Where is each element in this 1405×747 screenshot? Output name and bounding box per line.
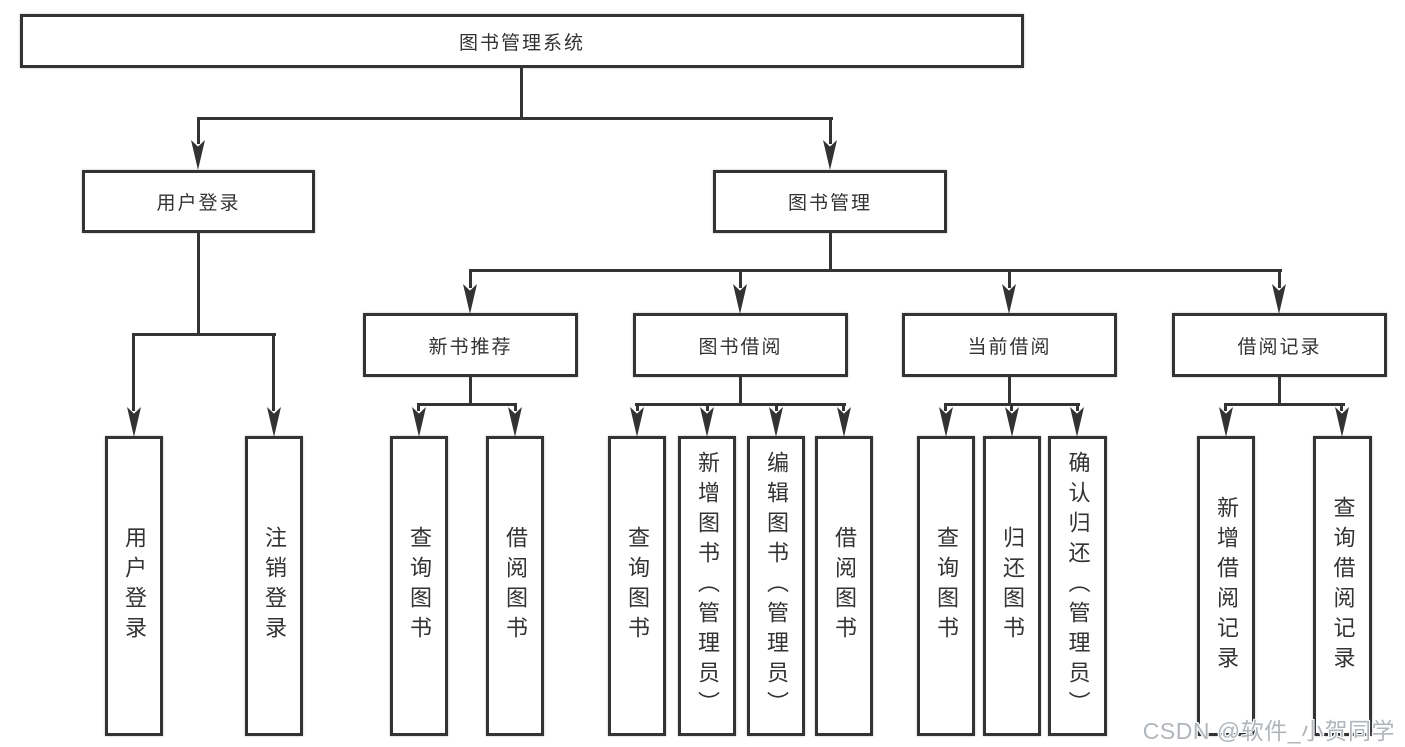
arrow-down-icon bbox=[733, 284, 747, 314]
arrow-down-icon bbox=[630, 407, 644, 437]
connector-line bbox=[132, 333, 135, 411]
leaf-logout-label: 注销登录 bbox=[262, 526, 287, 646]
arrow-down-icon bbox=[837, 407, 851, 437]
arrow-down-icon bbox=[769, 407, 783, 437]
leaf-query-borrow-record: 查询借阅记录 bbox=[1313, 436, 1372, 736]
node-library-system: 图书管理系统 bbox=[20, 14, 1024, 68]
arrow-down-icon bbox=[412, 407, 426, 437]
connector-line bbox=[469, 269, 1282, 272]
leaf-borrow-books-borrowing: 借阅图书 bbox=[815, 436, 873, 736]
leaf-edit-book-admin: 编辑图书（管理员） bbox=[747, 436, 805, 736]
arrow-down-icon bbox=[1335, 407, 1349, 437]
leaf-return-book: 归还图书 bbox=[983, 436, 1041, 736]
arrow-down-icon bbox=[1272, 284, 1286, 314]
leaf-add-borrow-record-label: 新增借阅记录 bbox=[1214, 496, 1239, 676]
connector-line bbox=[197, 117, 833, 120]
leaf-return-book-label: 归还图书 bbox=[1000, 526, 1025, 646]
node-current-borrowing: 当前借阅 bbox=[902, 313, 1117, 377]
connector-line bbox=[1008, 269, 1011, 288]
leaf-query-books-borrowing: 查询图书 bbox=[608, 436, 666, 736]
leaf-query-books-recommend: 查询图书 bbox=[390, 436, 448, 736]
connector-line bbox=[417, 403, 420, 411]
connector-line bbox=[739, 269, 742, 288]
connector-line bbox=[417, 403, 517, 406]
connector-line bbox=[520, 66, 523, 120]
leaf-user-login-label: 用户登录 bbox=[122, 526, 147, 646]
arrow-down-icon bbox=[267, 407, 281, 437]
leaf-confirm-return-admin: 确认归还（管理员） bbox=[1048, 436, 1107, 736]
leaf-add-book-admin: 新增图书（管理员） bbox=[678, 436, 736, 736]
arrow-down-icon bbox=[1070, 407, 1084, 437]
connector-line bbox=[636, 403, 639, 411]
leaf-confirm-return-admin-label: 确认归还（管理员） bbox=[1065, 451, 1091, 721]
connector-line bbox=[775, 403, 778, 411]
node-book-management: 图书管理 bbox=[713, 170, 947, 233]
leaf-add-book-admin-label: 新增图书（管理员） bbox=[695, 451, 720, 721]
connector-line bbox=[635, 403, 846, 406]
arrow-down-icon bbox=[823, 140, 837, 170]
node-book-management-label: 图书管理 bbox=[787, 193, 872, 214]
connector-line bbox=[197, 231, 200, 336]
node-library-system-label: 图书管理系统 bbox=[458, 32, 585, 54]
connector-line bbox=[1008, 375, 1011, 406]
connector-line bbox=[739, 375, 742, 406]
leaf-borrow-books-borrowing-label: 借阅图书 bbox=[832, 526, 857, 646]
connector-line bbox=[706, 403, 709, 411]
leaf-query-books-recommend-label: 查询图书 bbox=[407, 526, 432, 646]
node-current-borrowing-label: 当前借阅 bbox=[967, 336, 1052, 358]
node-new-book-recommend: 新书推荐 bbox=[363, 313, 578, 377]
connector-line bbox=[469, 375, 472, 406]
connector-line bbox=[1010, 403, 1013, 411]
leaf-query-books-current-label: 查询图书 bbox=[934, 526, 959, 646]
connector-line bbox=[197, 117, 200, 144]
connector-line bbox=[514, 403, 517, 411]
connector-line bbox=[1224, 403, 1227, 411]
leaf-borrow-books-recommend: 借阅图书 bbox=[486, 436, 544, 736]
arrow-down-icon bbox=[700, 407, 714, 437]
connector-line bbox=[829, 117, 832, 144]
connector-line bbox=[272, 333, 275, 411]
leaf-borrow-books-recommend-label: 借阅图书 bbox=[503, 526, 528, 646]
csdn-watermark: CSDN @软件_小贺同学 bbox=[1142, 718, 1395, 744]
connector-line bbox=[132, 333, 276, 336]
arrow-down-icon bbox=[1219, 407, 1233, 437]
arrow-down-icon bbox=[508, 407, 522, 437]
leaf-add-borrow-record: 新增借阅记录 bbox=[1197, 436, 1255, 736]
node-borrow-records: 借阅记录 bbox=[1172, 313, 1387, 377]
node-user-login: 用户登录 bbox=[82, 170, 315, 233]
connector-line bbox=[842, 403, 845, 411]
node-book-borrowing: 图书借阅 bbox=[633, 313, 848, 377]
connector-line bbox=[469, 269, 472, 288]
connector-line bbox=[1340, 403, 1343, 411]
arrow-down-icon bbox=[127, 407, 141, 437]
node-user-login-label: 用户登录 bbox=[156, 193, 241, 214]
leaf-query-books-borrowing-label: 查询图书 bbox=[625, 526, 650, 646]
connector-line bbox=[944, 403, 947, 411]
node-new-book-recommend-label: 新书推荐 bbox=[428, 336, 513, 358]
leaf-logout: 注销登录 bbox=[245, 436, 303, 736]
leaf-query-borrow-record-label: 查询借阅记录 bbox=[1330, 496, 1356, 676]
connector-line bbox=[1278, 269, 1281, 288]
leaf-edit-book-admin-label: 编辑图书（管理员） bbox=[764, 451, 789, 721]
arrow-down-icon bbox=[1005, 407, 1019, 437]
arrow-down-icon bbox=[191, 140, 205, 170]
connector-line bbox=[1278, 375, 1281, 406]
leaf-query-books-current: 查询图书 bbox=[917, 436, 975, 736]
connector-line bbox=[1224, 403, 1345, 406]
connector-line bbox=[829, 231, 832, 272]
arrow-down-icon bbox=[1002, 284, 1016, 314]
leaf-user-login: 用户登录 bbox=[105, 436, 163, 736]
node-borrow-records-label: 借阅记录 bbox=[1237, 336, 1322, 358]
connector-line bbox=[1076, 403, 1079, 411]
node-book-borrowing-label: 图书借阅 bbox=[698, 336, 783, 358]
arrow-down-icon bbox=[939, 407, 953, 437]
arrow-down-icon bbox=[463, 284, 477, 314]
